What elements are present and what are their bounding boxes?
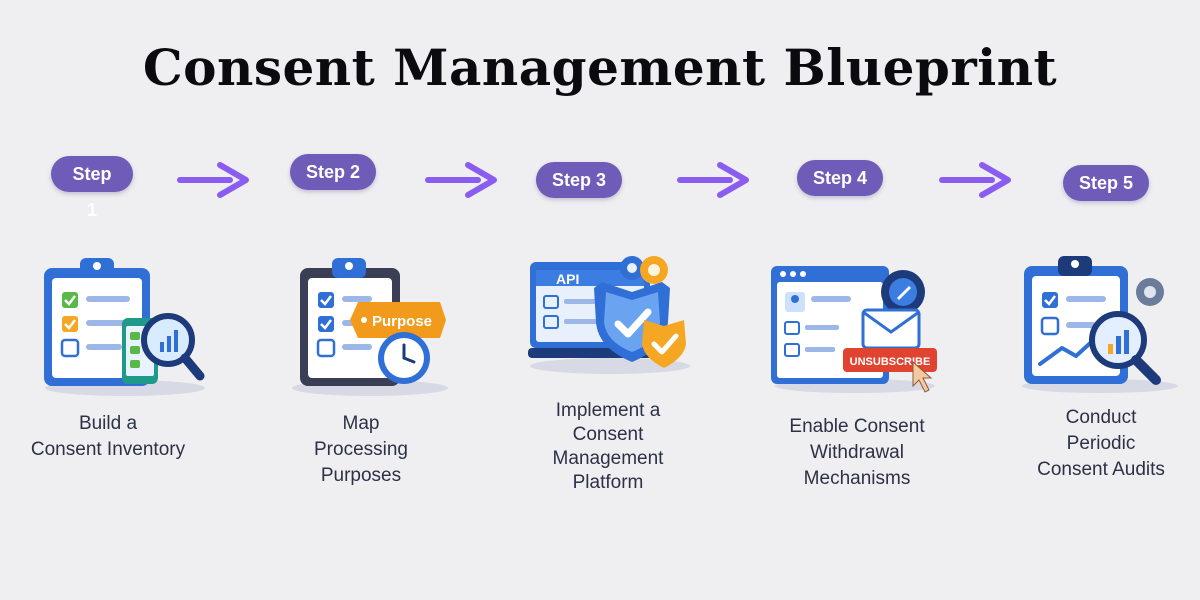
step-4-label: Enable Consent Withdrawal Mechanisms xyxy=(752,414,962,492)
arrow-right-icon xyxy=(425,162,497,198)
clipboard-purpose-clock-icon: Purpose xyxy=(292,258,448,396)
api-label: API xyxy=(556,271,579,287)
step-4-label-line: Withdrawal xyxy=(810,442,904,463)
step-1-label-line: Consent Inventory xyxy=(30,439,186,460)
step-2-label: Map Processing Purposes xyxy=(256,411,466,489)
step-2-label-line: Purposes xyxy=(320,465,402,486)
clipboard-checklist-magnifier-icon xyxy=(44,258,205,396)
arrow-right-icon xyxy=(177,162,249,198)
step-4-badge: Step 4 xyxy=(797,160,883,196)
step-2-label-line: Processing xyxy=(314,439,408,460)
step-3-label-line: Management xyxy=(552,448,664,469)
step-3-label: Implement a Consent Management Platform xyxy=(503,399,713,495)
page-title: Consent Management Blueprint xyxy=(142,38,1058,97)
clipboard-chart-audit-icon xyxy=(1022,256,1178,393)
step-1-label-line: Build a xyxy=(78,413,138,434)
step-5-label: Conduct Periodic Consent Audits xyxy=(996,405,1200,483)
step-3-label-line: Platform xyxy=(572,472,644,493)
step-3-label-line: Implement a xyxy=(555,400,661,421)
arrow-right-icon xyxy=(677,162,749,198)
step-5-label-line: Conduct xyxy=(1065,407,1137,428)
step-3-badge: Step 3 xyxy=(536,162,622,198)
step-1-label: Build a Consent Inventory xyxy=(3,411,213,463)
step-4-label-line: Enable Consent xyxy=(789,416,925,437)
api-monitor-shield-icon: API xyxy=(528,256,690,374)
unsubscribe-button: UNSUBSCRIBE xyxy=(850,356,931,368)
purpose-tag: Purpose xyxy=(372,313,432,330)
arrow-right-icon xyxy=(939,162,1011,198)
step-5-label-line: Consent Audits xyxy=(1037,459,1165,480)
step-2-badge: Step 2 xyxy=(290,154,376,190)
step-5-badge: Step 5 xyxy=(1063,165,1149,201)
step-1-badge: Step 1 xyxy=(51,156,133,220)
step-4-label-line: Mechanisms xyxy=(803,468,911,489)
browser-unsubscribe-icon: UNSUBSCRIBE xyxy=(771,266,937,393)
step-2-label-line: Map xyxy=(342,413,380,434)
step-5-label-line: Periodic xyxy=(1066,433,1136,454)
step-3-label-line: Consent xyxy=(572,424,644,445)
